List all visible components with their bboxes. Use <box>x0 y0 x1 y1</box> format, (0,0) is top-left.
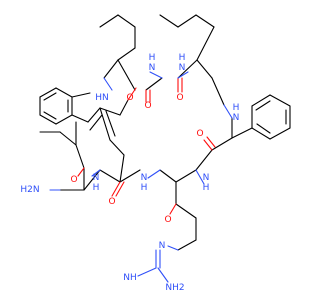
hydrogen-label: H <box>93 183 100 193</box>
hydrogen-label: H <box>203 183 210 193</box>
amide-h2n-label: H2N <box>20 185 39 195</box>
nitrogen-label: N <box>141 173 148 183</box>
atom-labels: H2N O N H O N H O N H O N H O N H O N H … <box>20 53 239 293</box>
carbon-bonds <box>39 14 291 251</box>
nitrogen-label: N <box>149 63 156 73</box>
heteroatom-bonds <box>49 71 233 283</box>
molecule-structure: H2N O N H O N H O N H O N H O N H O N H … <box>20 14 291 293</box>
nitrogen-label: N <box>233 113 240 123</box>
oxygen-label: O <box>126 93 133 103</box>
nitrogen-label: N <box>203 173 210 183</box>
oxygen-label: O <box>176 93 183 103</box>
hydrogen-label: H <box>179 53 186 63</box>
nitrogen-label: N <box>93 173 100 183</box>
nitrogen-label: N <box>179 63 186 73</box>
hydrogen-label: H <box>141 183 148 193</box>
hydrogen-label: H <box>233 103 240 113</box>
oxygen-label: O <box>196 129 203 139</box>
oxygen-label: O <box>108 197 115 207</box>
indole-nh-label: HN <box>95 93 109 103</box>
oxygen-label: O <box>164 215 171 225</box>
guanidine-nh2-label: NH2 <box>165 283 184 293</box>
amide-oxygen-label: O <box>70 175 77 185</box>
oxygen-label: O <box>144 101 151 111</box>
hydrogen-label: H <box>149 53 156 63</box>
guanidine-nh-label: NH <box>123 273 137 283</box>
guanidine-n-label: N <box>159 241 166 251</box>
